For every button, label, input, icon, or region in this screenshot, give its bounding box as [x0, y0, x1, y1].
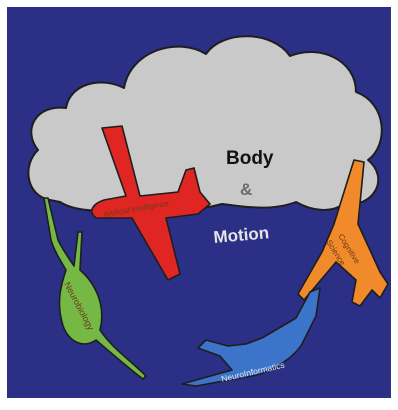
title-ampersand: &	[240, 180, 252, 199]
title-body: Body	[226, 148, 274, 169]
